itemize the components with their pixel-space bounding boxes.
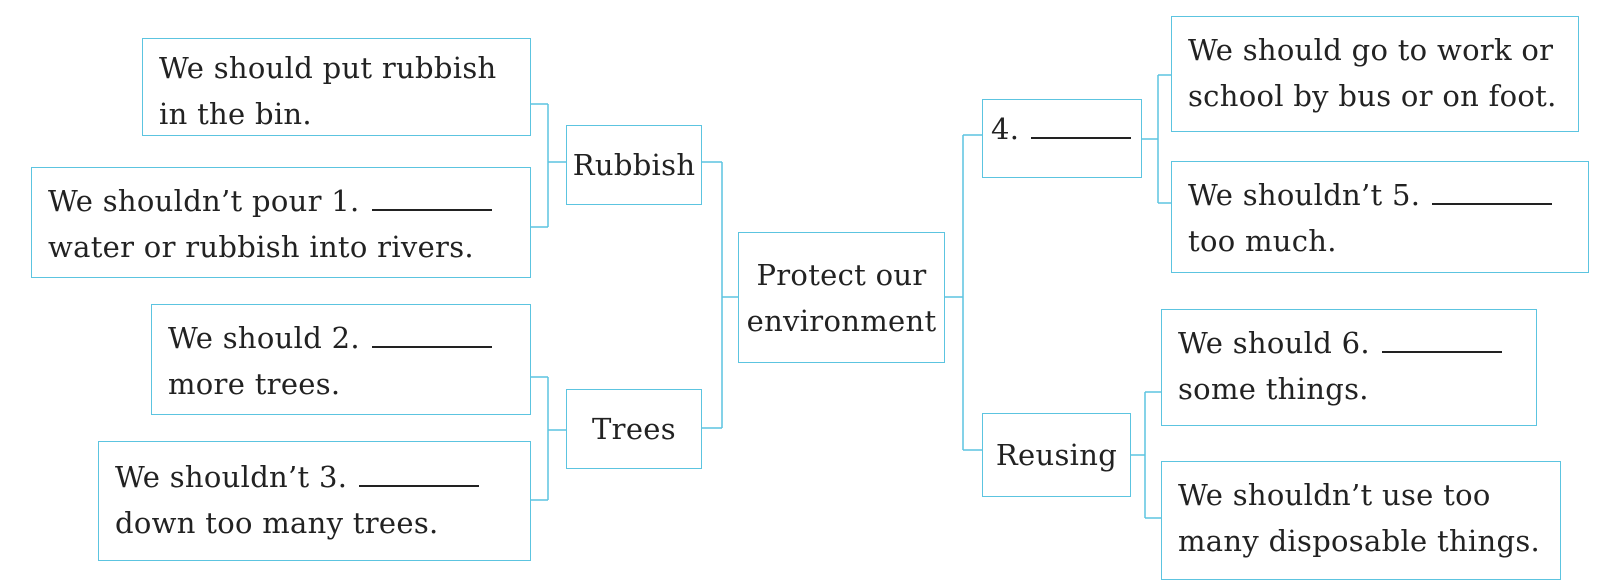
trees-node: Trees — [566, 389, 702, 469]
text-line: We should go to work or — [1188, 33, 1554, 67]
blank-6[interactable] — [1381, 327, 1502, 353]
center-node: Protect our environment — [738, 232, 945, 363]
topic-4-item-2: We shouldn’t 5. too much. — [1171, 161, 1589, 273]
node-label: 4. — [991, 112, 1020, 146]
text: We shouldn’t pour 1. — [48, 184, 360, 218]
text-line: environment — [746, 303, 937, 338]
text-line: Protect our — [756, 257, 927, 292]
rubbish-node: Rubbish — [566, 125, 702, 205]
text: We shouldn’t 5. — [1188, 178, 1421, 212]
node-label: Reusing — [995, 438, 1118, 472]
text-line: some things. — [1178, 372, 1369, 406]
text: We should 6. — [1178, 326, 1370, 360]
text: We should 2. — [168, 321, 360, 355]
text-line: water or rubbish into rivers. — [48, 230, 474, 264]
node-label: Trees — [592, 412, 676, 446]
text-line: We should 2. — [168, 315, 514, 361]
text: We shouldn’t 3. — [115, 460, 348, 494]
text-line: We shouldn’t use too — [1178, 478, 1491, 512]
text-line: many disposable things. — [1178, 524, 1541, 558]
trees-item-1: We should 2. more trees. — [151, 304, 531, 415]
text-line: more trees. — [168, 367, 341, 401]
blank-5[interactable] — [1432, 179, 1553, 205]
topic-4-node: 4. — [982, 99, 1142, 178]
reusing-node: Reusing — [982, 413, 1131, 497]
topic-4-item-1: We should go to work or school by bus or… — [1171, 16, 1579, 132]
text-line: down too many trees. — [115, 506, 439, 540]
trees-item-2: We shouldn’t 3. down too many trees. — [98, 441, 531, 561]
text-line: We should put rubbish — [159, 51, 497, 85]
node-label: Rubbish — [572, 148, 696, 182]
text-line: in the bin. — [159, 97, 312, 131]
text-line: We shouldn’t pour 1. — [48, 178, 514, 224]
text-line: We shouldn’t 3. — [115, 454, 514, 500]
rubbish-item-1: We should put rubbish in the bin. — [142, 38, 531, 136]
blank-4[interactable] — [1031, 113, 1132, 139]
text-line: school by bus or on foot. — [1188, 79, 1557, 113]
blank-1[interactable] — [371, 185, 492, 211]
text-line: We should 6. — [1178, 320, 1520, 366]
reusing-item-1: We should 6. some things. — [1161, 309, 1537, 426]
text-line: We shouldn’t 5. — [1188, 172, 1572, 218]
text-line: too much. — [1188, 224, 1337, 258]
rubbish-item-2: We shouldn’t pour 1. water or rubbish in… — [31, 167, 531, 278]
reusing-item-2: We shouldn’t use too many disposable thi… — [1161, 461, 1561, 580]
blank-3[interactable] — [359, 461, 480, 487]
blank-2[interactable] — [371, 322, 492, 348]
